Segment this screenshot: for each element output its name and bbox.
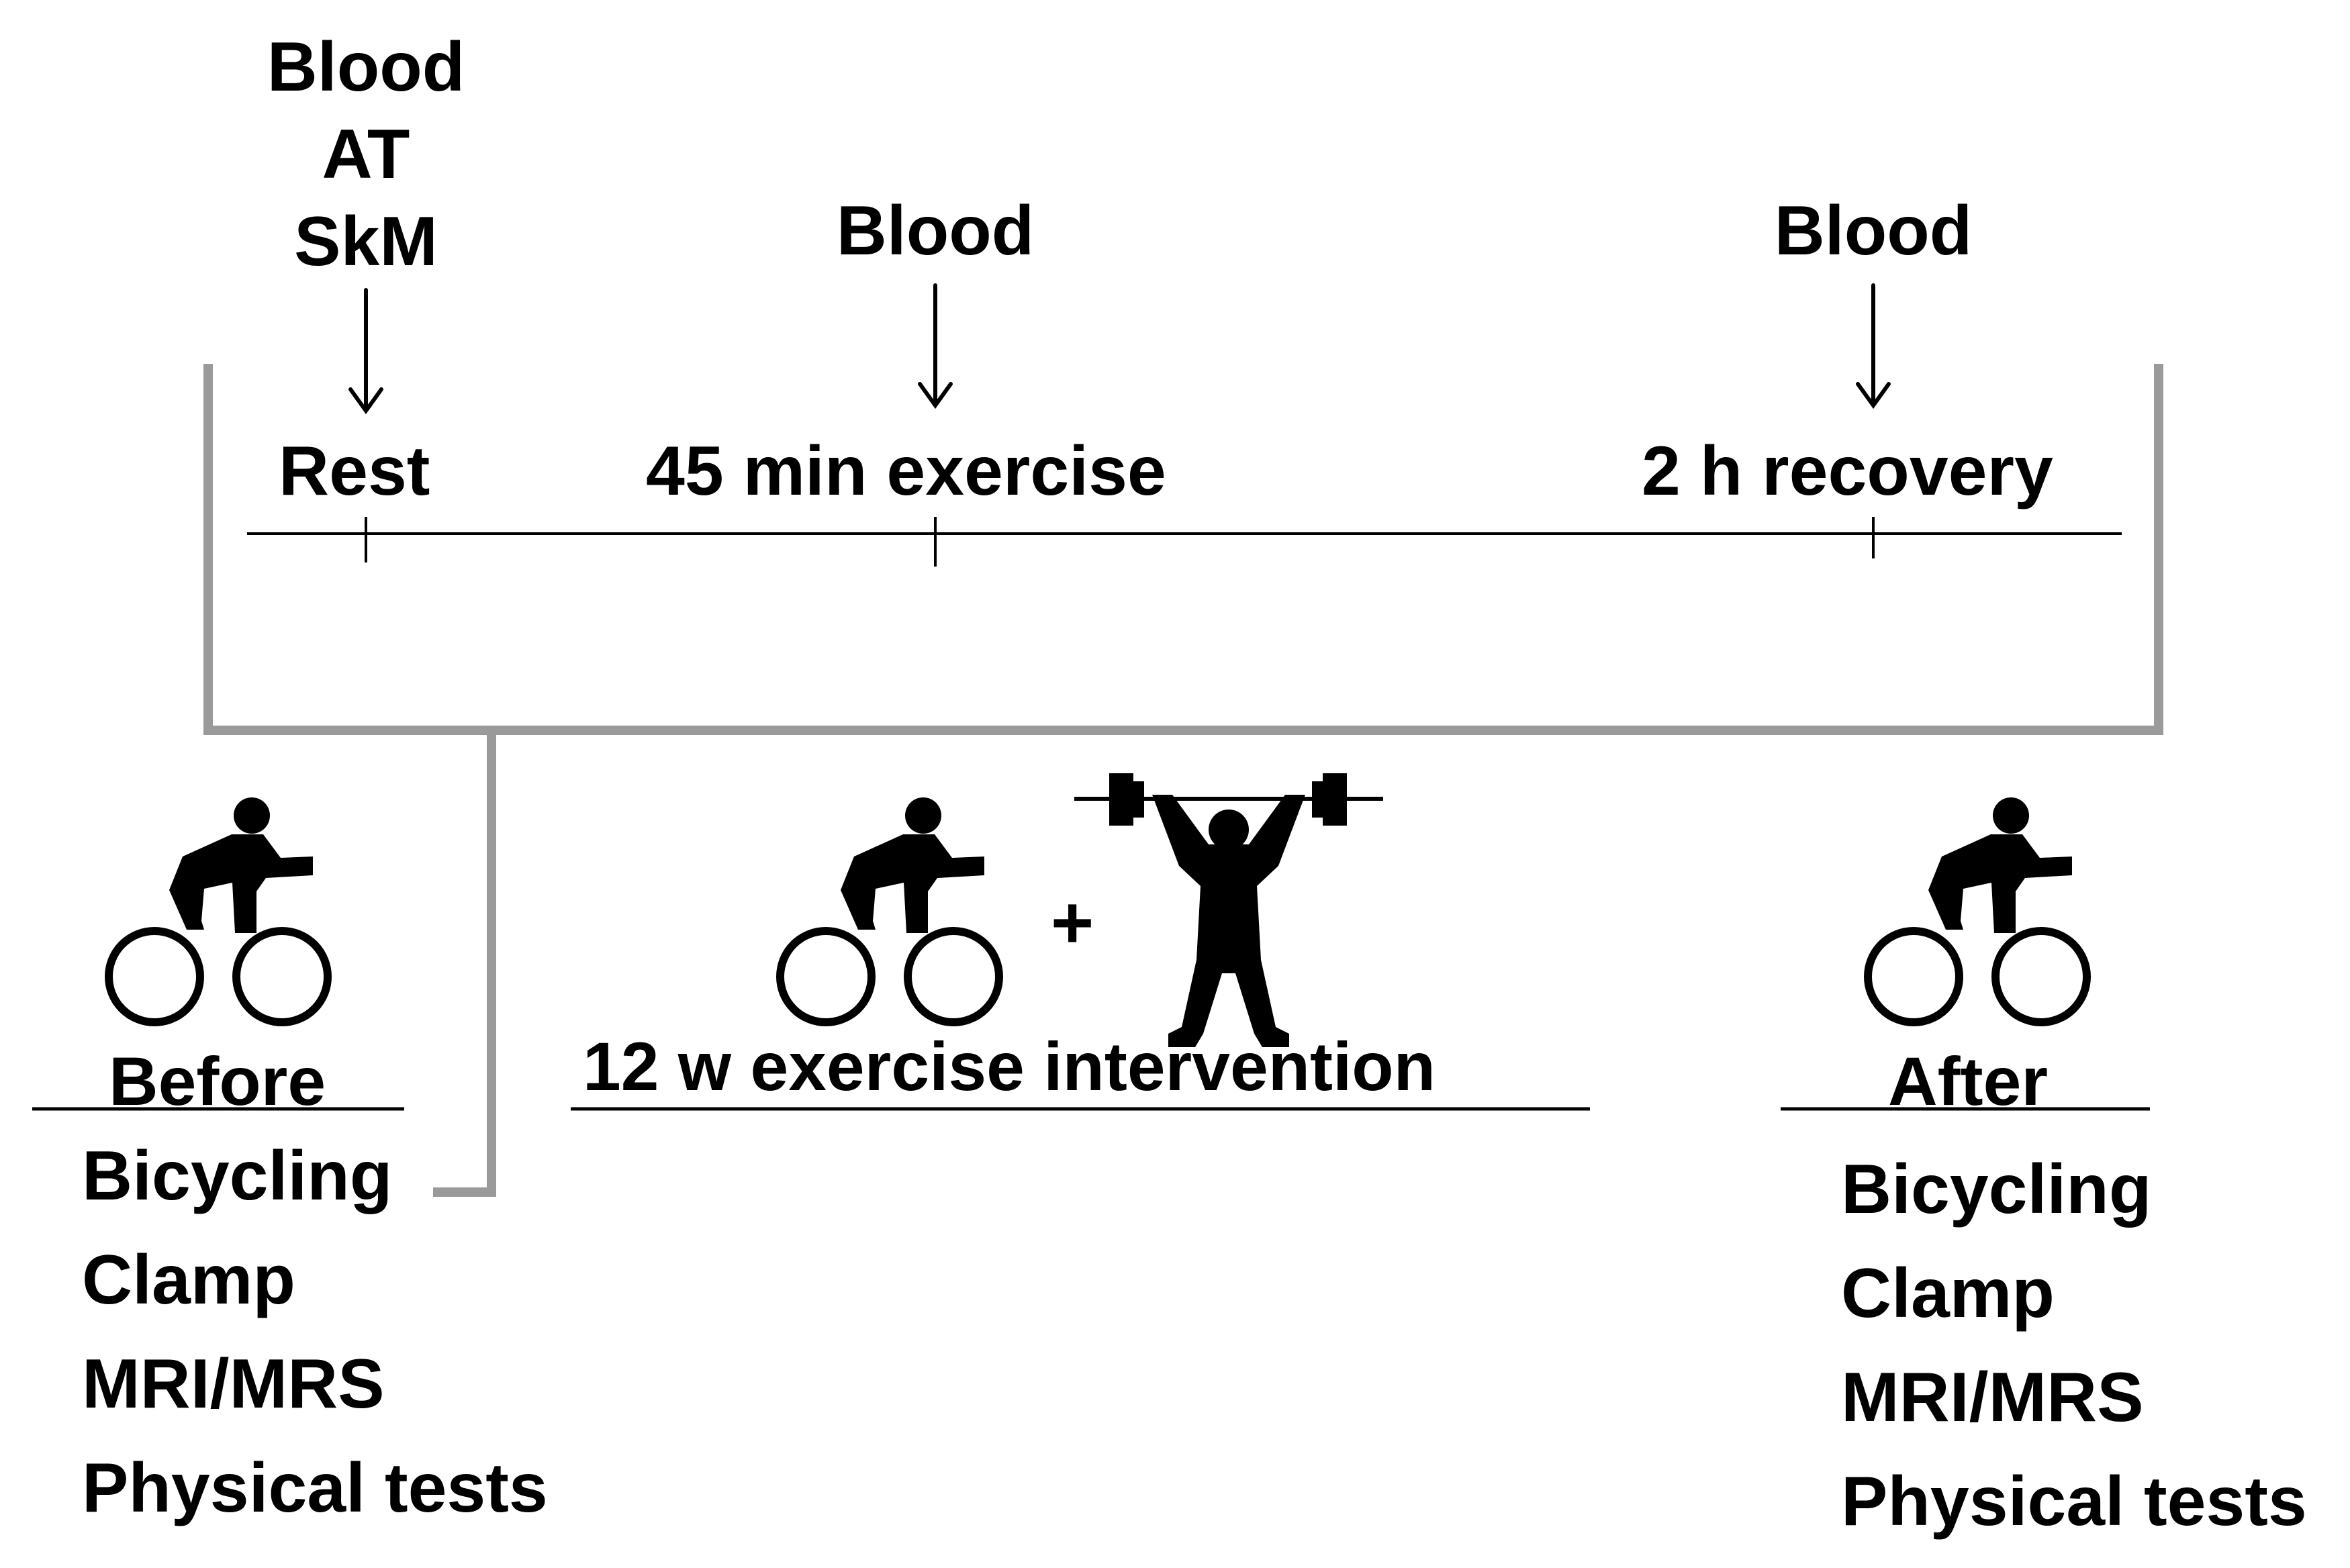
list-item: MRI/MRS (1841, 1359, 2144, 1436)
sample-line: Blood (267, 28, 465, 106)
list-item: MRI/MRS (82, 1345, 385, 1423)
cyclist-icon (109, 797, 328, 1022)
sample-line: AT (322, 115, 410, 193)
down-arrow-icon (918, 283, 953, 409)
timeline-axis (247, 517, 2122, 567)
list-item: Physical tests (82, 1449, 548, 1527)
sample-label-rest: Blood AT SkM (232, 32, 500, 277)
list-item: Bicycling (82, 1137, 393, 1215)
sample-line: Blood (1774, 192, 1973, 270)
sample-label-exercise: Blood (801, 196, 1070, 266)
down-arrow-icon (348, 288, 383, 415)
timeline-bracket (203, 364, 2163, 1197)
before-title: Before (109, 1043, 326, 1120)
weightlifter-icon (1074, 773, 1383, 1047)
cyclist-icon (1868, 797, 2087, 1022)
list-item: Clamp (82, 1241, 295, 1319)
down-arrow-icon (1856, 283, 1891, 409)
list-item: Physical tests (1841, 1463, 2307, 1540)
list-item: Bicycling (1841, 1150, 2152, 1228)
sample-line: Blood (836, 192, 1035, 270)
intervention-title: 12 w exercise intervention (583, 1028, 1436, 1105)
sample-label-recovery: Blood (1739, 196, 2008, 266)
phase-recovery: 2 h recovery (1642, 432, 2053, 510)
after-title: After (1888, 1043, 2049, 1120)
plus-sign: + (1051, 881, 1094, 964)
phase-exercise: 45 min exercise (646, 432, 1166, 510)
phase-rest: Rest (279, 432, 430, 510)
cyclist-icon (780, 797, 999, 1022)
list-item: Clamp (1841, 1255, 2055, 1332)
sample-line: SkM (294, 203, 438, 281)
